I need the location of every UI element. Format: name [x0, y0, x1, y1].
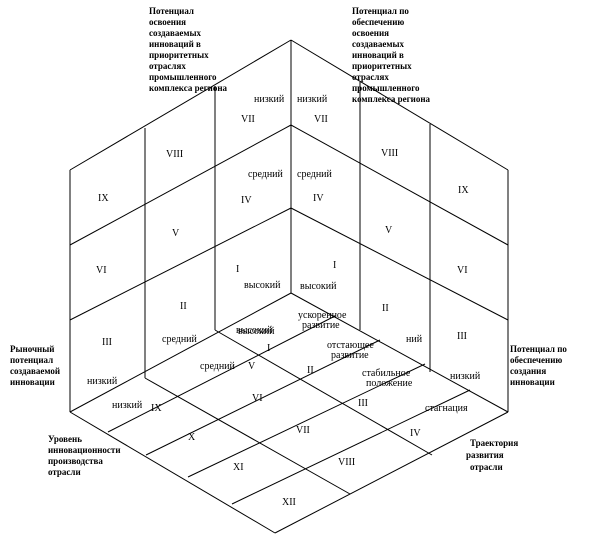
- left-face-line-top: [69, 39, 292, 171]
- diagram-grid: [69, 39, 509, 534]
- axis-titles: Потенциал освоения создаваемых инноваций…: [10, 6, 569, 477]
- left-face-line-1: [69, 124, 292, 246]
- floor-cell: III: [358, 398, 368, 409]
- left-face: VII VIII IX IV V VI I II III низкий сред…: [87, 94, 285, 387]
- right-face-line-2: [290, 207, 509, 321]
- right-face-line-3: [290, 292, 509, 413]
- right-face-level: низкий: [297, 94, 328, 105]
- floor-edge-left: [69, 411, 276, 534]
- floor-cell: VII: [296, 425, 310, 436]
- floor-level: низкий: [112, 400, 143, 411]
- right-face-level: высокий: [300, 281, 337, 292]
- floor-cell: I: [267, 343, 270, 354]
- floor-cell: XII: [282, 497, 296, 508]
- right-face-cell: VII: [314, 114, 328, 125]
- left-face-line-2: [69, 207, 292, 321]
- floor-cell: V: [248, 361, 256, 372]
- left-face-cell: II: [180, 301, 187, 312]
- left-face-cell: VI: [96, 265, 107, 276]
- left-face-cell: IX: [98, 193, 109, 204]
- floor-trajectory: ускоренное развитие: [298, 310, 349, 331]
- floor-trajectory-line: развитие: [302, 320, 340, 331]
- axis-title-bottom-right: Траектория развития отрасли: [466, 438, 520, 472]
- left-face-cell: VIII: [166, 149, 183, 160]
- left-face-line-3: [69, 292, 292, 413]
- left-face-level: средний: [248, 169, 284, 180]
- left-face-level: высокий: [244, 280, 281, 291]
- floor-cell: X: [188, 432, 196, 443]
- left-face-level: низкий: [254, 94, 285, 105]
- floor-cell: VI: [252, 393, 263, 404]
- right-face-level: средний: [297, 169, 333, 180]
- right-face-cell: I: [333, 260, 336, 271]
- floor-trajectory: отстающее развитие: [327, 340, 376, 361]
- left-face-cell: IV: [241, 195, 252, 206]
- left-face-side-level: высокий: [236, 325, 273, 336]
- right-face-cell: II: [382, 303, 389, 314]
- axis-title-right: Потенциал по обеспечению создания иннова…: [510, 344, 569, 387]
- right-face-cell: V: [385, 225, 393, 236]
- left-face-cell: VII: [241, 114, 255, 125]
- left-face-cell: V: [172, 228, 180, 239]
- left-face-cell: III: [102, 337, 112, 348]
- floor-cell: IV: [410, 428, 421, 439]
- right-face-cell: VIII: [381, 148, 398, 159]
- right-face: VII VIII IX IV V VI I II III низкий сред…: [297, 94, 481, 382]
- floor-line-r2: [145, 339, 381, 456]
- right-face-cell: IV: [313, 193, 324, 204]
- right-face-side-level: ний: [406, 334, 423, 345]
- floor-line-r3: [187, 363, 426, 478]
- floor-line-l1: [144, 377, 351, 495]
- floor-line-l2: [214, 329, 433, 456]
- floor-level: высокий: [238, 326, 275, 337]
- floor-cell: II: [307, 365, 314, 376]
- axis-title-left: Рыночный потенциал создаваемой инновации: [10, 344, 62, 387]
- right-face-line-top: [290, 39, 509, 171]
- left-face-side-level: средний: [162, 334, 198, 345]
- floor-trajectory-line: развитие: [331, 350, 369, 361]
- right-face-cell: IX: [458, 185, 469, 196]
- floor: I II III IV V VI VII VIII IX X XI XII ус…: [112, 310, 468, 508]
- left-face-side-level: низкий: [87, 376, 118, 387]
- right-face-side-level: низкий: [450, 371, 481, 382]
- left-face-cell: I: [236, 264, 239, 275]
- floor-edge-right: [274, 411, 509, 534]
- right-face-cell: III: [457, 331, 467, 342]
- right-face-line-1: [290, 124, 509, 246]
- right-face-cell: VI: [457, 265, 468, 276]
- floor-trajectory: стабильное положение: [362, 368, 413, 389]
- floor-line-r1: [107, 315, 336, 433]
- axis-title-bottom-left: Уровень инновационности производства отр…: [48, 434, 123, 477]
- floor-line-r4: [231, 389, 471, 505]
- floor-trajectory: стагнация: [425, 403, 468, 414]
- floor-level: средний: [200, 361, 236, 372]
- floor-cell: XI: [233, 462, 244, 473]
- floor-cell: VIII: [338, 457, 355, 468]
- axis-title-top-left: Потенциал освоения создаваемых инноваций…: [149, 6, 228, 93]
- axis-title-top-right: Потенциал по обеспечению освоения создав…: [352, 6, 431, 104]
- floor-trajectory-line: положение: [366, 378, 413, 389]
- floor-cell: IX: [151, 403, 162, 414]
